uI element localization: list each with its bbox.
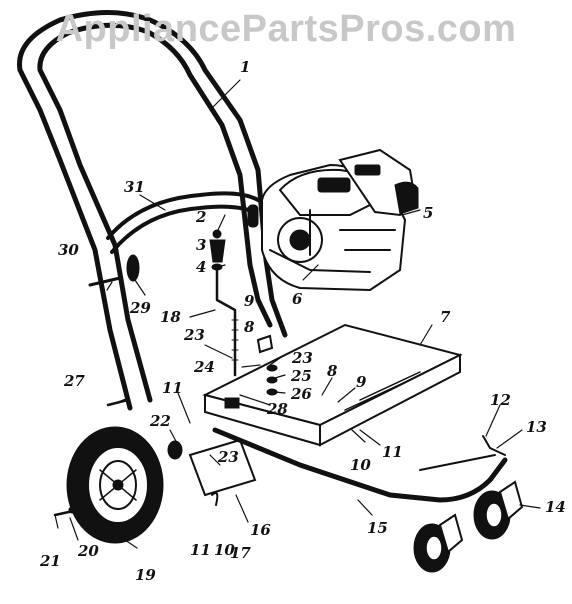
hub-22	[167, 440, 183, 460]
bolt-30	[88, 276, 122, 287]
callout-31: 31	[124, 178, 145, 196]
callout-9-b: 9	[356, 373, 367, 391]
clip-11	[211, 492, 219, 506]
nut-9	[256, 334, 274, 354]
bolt-12-13	[482, 435, 506, 456]
rod-18	[215, 266, 239, 377]
callout-23-b: 23	[291, 349, 313, 367]
callout-11-c: 11	[190, 541, 211, 559]
callout-12: 12	[490, 391, 511, 409]
callout-9-a: 9	[244, 292, 255, 310]
callout-30: 30	[58, 241, 79, 259]
callout-2: 2	[195, 208, 206, 226]
washer-stack	[266, 364, 278, 396]
callout-6: 6	[292, 290, 303, 308]
callout-11-b: 11	[382, 443, 403, 461]
callout-25: 25	[290, 367, 312, 385]
callout-5: 5	[423, 204, 433, 222]
callout-29: 29	[129, 299, 151, 317]
callout-3: 3	[196, 236, 206, 254]
callout-4: 4	[196, 258, 206, 276]
caster-wheel-rear	[473, 480, 524, 540]
callout-26: 26	[290, 385, 312, 403]
callout-24: 24	[193, 358, 215, 376]
callout-17: 17	[230, 544, 251, 562]
axle-bolt-20	[53, 506, 80, 517]
caster-wheel-front	[413, 513, 464, 573]
engine	[247, 148, 419, 292]
crossbar	[106, 191, 260, 254]
callout-7: 7	[440, 308, 451, 326]
handle-knob-29	[126, 254, 140, 282]
axle-bracket	[188, 427, 508, 503]
handle-frame	[17, 10, 288, 411]
callout-1: 1	[240, 58, 250, 76]
callout-27: 27	[63, 372, 85, 390]
callout-8-a: 8	[244, 318, 255, 336]
callout-21: 21	[39, 552, 61, 570]
callout-19: 19	[135, 566, 156, 584]
main-wheel	[66, 426, 164, 544]
leader-lines	[54, 79, 541, 549]
callout-16: 16	[250, 521, 271, 539]
callout-13: 13	[526, 418, 547, 436]
callout-14: 14	[545, 498, 566, 516]
callout-numbers: 1 31 2 3 4 5 6 30 29 18 9 8 7 23 23 24 2…	[39, 58, 566, 584]
callout-11-a: 11	[162, 379, 183, 397]
callout-15: 15	[367, 519, 388, 537]
callout-20: 20	[77, 542, 99, 560]
grip-3	[209, 239, 226, 263]
callout-23-a: 23	[183, 326, 205, 344]
callout-10-b: 10	[214, 541, 235, 559]
mounting-deck	[202, 323, 463, 447]
callout-8-b: 8	[327, 362, 338, 380]
callout-10-a: 10	[350, 456, 371, 474]
knob-2	[212, 229, 222, 239]
callout-18: 18	[160, 308, 181, 326]
callout-23-c: 23	[217, 448, 239, 466]
callout-22: 22	[149, 412, 171, 430]
callout-28: 28	[266, 400, 288, 418]
